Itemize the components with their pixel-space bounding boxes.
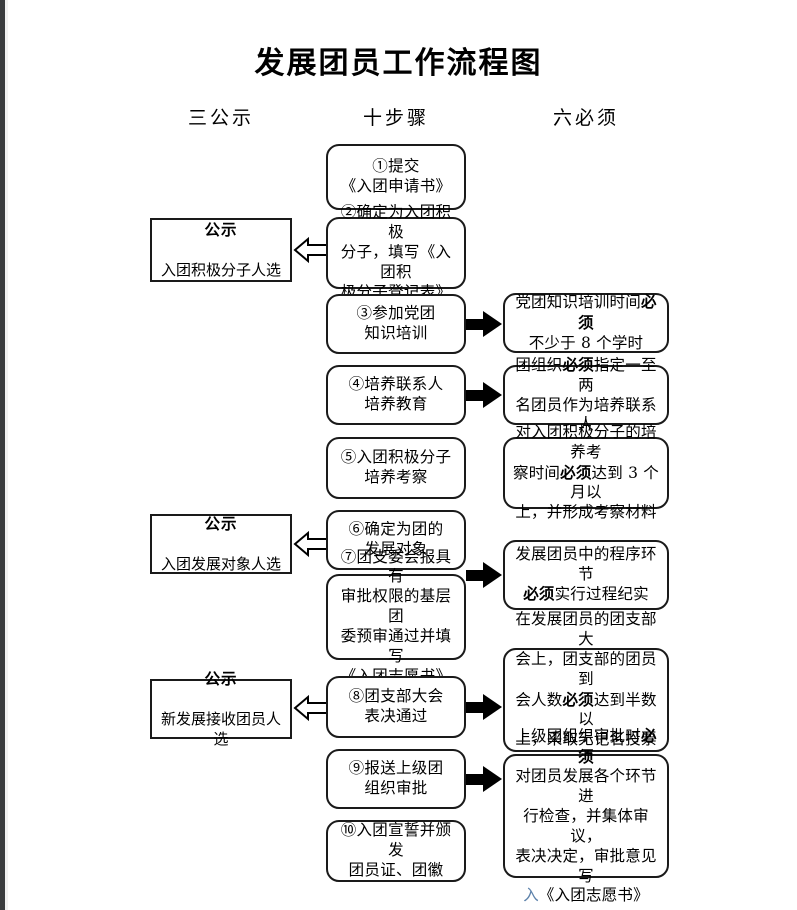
step-text: ⑨报送上级团 组织审批	[348, 759, 444, 797]
step-text: ①提交 《入团申请书》	[340, 157, 452, 195]
step-text: ⑩入团宣誓并颁发 团员证、团徽	[340, 821, 452, 879]
arrow-left-to-notice-1	[293, 235, 329, 265]
notice-subtitle: 入团发展对象人选	[160, 554, 281, 573]
step-box-1: ①提交 《入团申请书》	[326, 144, 466, 210]
requirement-text: 团组织必须指定一至两 名团员作为培养联系人	[515, 354, 657, 434]
requirement-box-2: 团组织必须指定一至两 名团员作为培养联系人	[503, 355, 669, 433]
arrow-left-to-notice-3	[293, 693, 329, 723]
column-header-six-musts: 六必须	[552, 107, 619, 129]
requirement-box-6: 上级团组织审批时必须 对团员发展各个环节进 行检查，并集体审议， 表决决定，审批…	[503, 726, 669, 904]
requirement-box-4: 发展团员中的程序环节 必须实行过程纪实	[503, 540, 669, 610]
column-header-three-notices: 三公示	[187, 107, 254, 129]
notice-subtitle: 入团积极分子人选	[160, 260, 281, 279]
arrow-right-to-requirement-5	[466, 694, 502, 720]
step-box-2: ②确定为入团积极 分子，填写《入团积 极分子登记表》	[326, 203, 466, 301]
arrow-right-to-requirement-1	[466, 311, 502, 337]
requirement-text: 对入团积极分子的培养考 察时间必须达到 3 个月以 上，并形成考察材料	[513, 422, 659, 522]
notice-title: 公示	[204, 513, 238, 533]
page-title: 发展团员工作流程图	[254, 46, 543, 81]
notice-subtitle: 新发展接收团员人选	[160, 710, 281, 748]
step-box-9: ⑨报送上级团 组织审批	[326, 749, 466, 809]
step-text: ②确定为入团积极 分子，填写《入团积 极分子登记表》	[340, 203, 452, 301]
step-box-4: ④培养联系人 培养教育	[326, 365, 466, 425]
column-header-ten-steps: 十步骤	[362, 107, 429, 129]
step-text: ⑤入团积极分子 培养考察	[340, 448, 452, 486]
notice-box-3: 公示 新发展接收团员人选	[150, 669, 292, 748]
notice-title: 公示	[204, 669, 238, 689]
notice-title: 公示	[204, 219, 238, 239]
step-text: ④培养联系人 培养教育	[348, 375, 444, 413]
step-box-7: ⑦团支委会报具有 审批权限的基层团 委预审通过并填写 《入团志愿书》	[326, 548, 466, 685]
arrow-right-to-requirement-2	[466, 382, 502, 408]
viewer-gutter-seam	[5, 0, 8, 910]
arrow-left-to-notice-2	[293, 529, 329, 559]
requirement-box-1: 党团知识培训时间必须 不少于 8 个学时	[503, 292, 669, 353]
step-box-8: ⑧团支部大会 表决通过	[326, 676, 466, 738]
step-box-10: ⑩入团宣誓并颁发 团员证、团徽	[326, 820, 466, 882]
requirement-text: 党团知识培训时间必须 不少于 8 个学时	[515, 292, 657, 352]
step-text: ⑦团支委会报具有 审批权限的基层团 委预审通过并填写 《入团志愿书》	[340, 547, 452, 685]
requirement-box-3: 对入团积极分子的培养考 察时间必须达到 3 个月以 上，并形成考察材料	[503, 423, 669, 521]
step-box-3: ③参加党团 知识培训	[326, 294, 466, 354]
arrow-right-to-requirement-6	[466, 766, 502, 792]
requirement-text: 发展团员中的程序环节 必须实行过程纪实	[515, 544, 657, 604]
arrow-right-to-requirement-4	[466, 562, 502, 588]
notice-box-2: 公示 入团发展对象人选	[150, 514, 292, 574]
step-text: ⑥确定为团的 发展对象	[348, 520, 444, 558]
requirement-text: 上级团组织审批时必须 对团员发展各个环节进 行检查，并集体审议， 表决决定，审批…	[515, 725, 657, 905]
step-text: ③参加党团 知识培训	[356, 304, 436, 342]
step-text: ⑧团支部大会 表决通过	[348, 687, 444, 725]
step-box-5: ⑤入团积极分子 培养考察	[326, 437, 466, 499]
step-box-6: ⑥确定为团的 发展对象	[326, 510, 466, 570]
viewer-left-gutter	[0, 0, 5, 910]
notice-box-1: 公示 入团积极分子人选	[150, 218, 292, 282]
